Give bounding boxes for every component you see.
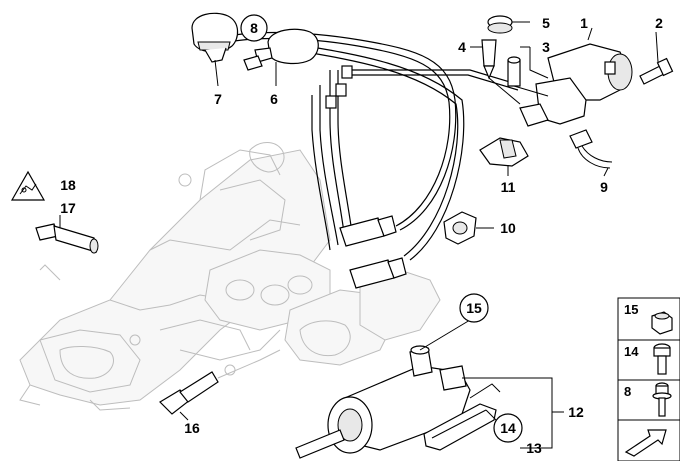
callout-14: 14 xyxy=(500,420,516,436)
part-6-valve xyxy=(243,28,319,86)
callout-2: 2 xyxy=(655,15,663,31)
part-10-clip xyxy=(443,211,494,245)
callout-18: 18 xyxy=(60,177,76,193)
gearbox-housing-ghost xyxy=(19,142,331,411)
callout-8-circled: 8 xyxy=(240,14,268,42)
part-3-sensor xyxy=(507,46,530,87)
leader-15 xyxy=(419,319,471,351)
callout-12: 12 xyxy=(568,404,584,420)
part-4-filter xyxy=(470,39,497,80)
part-5-grommet xyxy=(487,15,530,34)
part-18-warning-label xyxy=(10,170,46,201)
legend-label-14: 14 xyxy=(624,344,639,359)
callout-15: 15 xyxy=(466,300,482,316)
callout-13: 13 xyxy=(526,440,542,456)
nut-icon xyxy=(651,311,673,335)
part-12-slave-cylinder xyxy=(295,345,471,459)
flange-bolt-icon xyxy=(652,382,672,417)
legend-label-15: 15 xyxy=(624,302,638,317)
callout-15-circled: 15 xyxy=(459,293,489,323)
legend-label-8: 8 xyxy=(624,384,631,399)
callout-10: 10 xyxy=(500,220,516,236)
callout-8: 8 xyxy=(250,20,258,36)
callout-5: 5 xyxy=(542,15,550,31)
part-11-bracket xyxy=(479,137,529,176)
warning-triangle-icon xyxy=(10,170,46,201)
side-legend: 15 14 8 xyxy=(617,297,680,461)
callout-17: 17 xyxy=(60,200,76,216)
part-9-cable-tie xyxy=(569,129,613,177)
part-7-solenoid-valve xyxy=(191,12,239,87)
part-13-hose-bracket xyxy=(423,383,501,451)
hose-connectors xyxy=(325,65,407,289)
arrow-icon xyxy=(624,429,667,457)
callout-9: 9 xyxy=(600,179,608,195)
bolt-icon xyxy=(653,343,671,375)
part-16-sensor xyxy=(159,349,281,421)
callout-11: 11 xyxy=(501,179,516,195)
callout-16: 16 xyxy=(184,420,200,436)
leader-lines-top-right xyxy=(488,47,549,105)
callout-6: 6 xyxy=(270,91,278,107)
part-17-sensor xyxy=(35,215,99,254)
hydraulic-unit-ghost xyxy=(204,249,441,366)
callout-14-circled: 14 xyxy=(493,413,523,443)
callout-7: 7 xyxy=(214,91,222,107)
callout-1: 1 xyxy=(580,15,588,31)
part-2-bolt xyxy=(639,31,674,85)
callout-4: 4 xyxy=(458,39,466,55)
callout-3: 3 xyxy=(542,39,550,55)
part-1-actuator xyxy=(519,27,633,127)
callout-labels: 1 2 3 4 5 6 7 8 9 10 11 12 13 14 15 16 1… xyxy=(60,14,663,456)
